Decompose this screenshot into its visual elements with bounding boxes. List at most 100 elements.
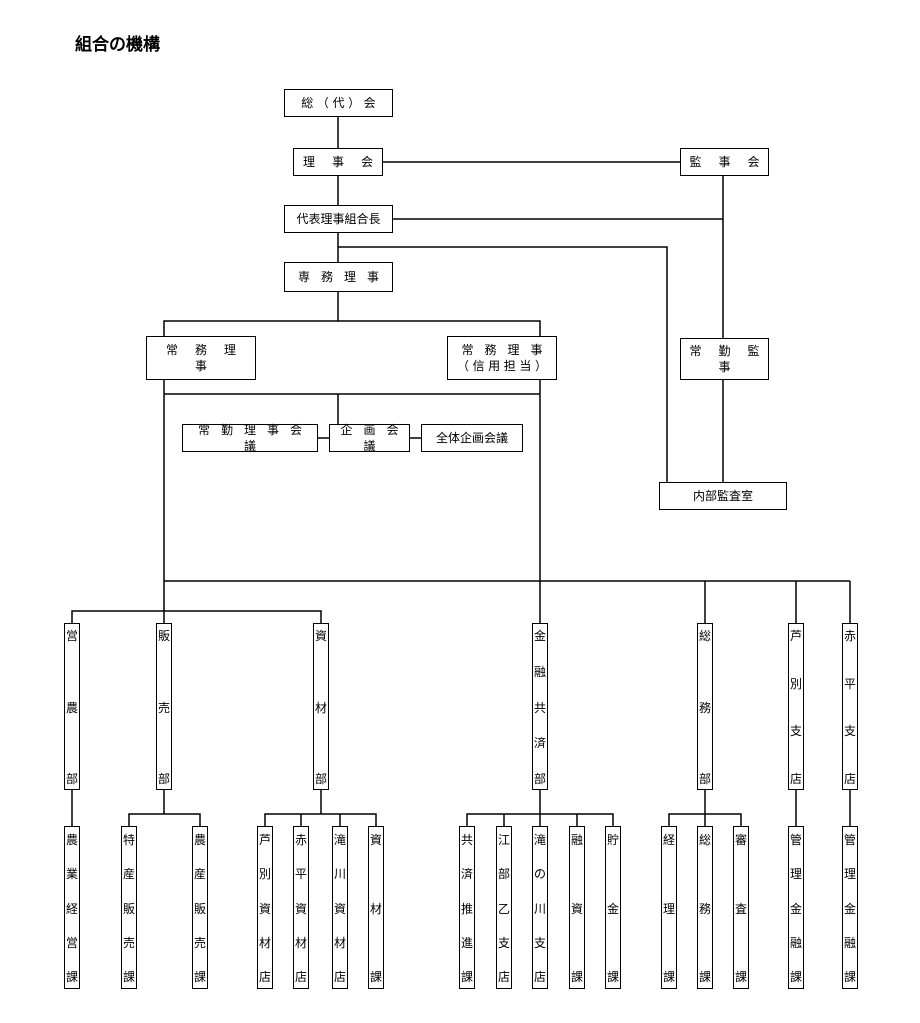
section-box: 管理金融課 — [842, 826, 858, 989]
section-char: 赤 — [294, 833, 307, 847]
section-char: 産 — [122, 867, 135, 882]
department-char: 材 — [314, 700, 327, 715]
section-char: 課 — [698, 970, 711, 984]
general-planning-meeting-label: 全体企画会議 — [435, 430, 508, 445]
section-char: 資 — [294, 901, 307, 916]
department-box: 芦別支店 — [788, 623, 804, 790]
department-char: 資 — [314, 629, 327, 643]
department-char: 部 — [314, 772, 327, 786]
managing-director-label: 常 務 理 事 — [165, 342, 243, 373]
audit-board-box: 監 事 会 — [680, 148, 769, 176]
section-char: 支 — [497, 935, 510, 950]
section-char: 課 — [843, 970, 856, 984]
general-planning-meeting-box: 全体企画会議 — [421, 424, 523, 452]
department-box: 金融共済部 — [532, 623, 548, 790]
section-box: 貯金課 — [605, 826, 621, 989]
department-char: 赤 — [843, 629, 856, 643]
section-char: 店 — [294, 970, 307, 984]
section-char: 審 — [734, 833, 747, 847]
credit-charge-label: （信用担当） — [456, 359, 551, 373]
section-box: 農産販売課 — [192, 826, 208, 989]
department-char: 店 — [789, 772, 802, 786]
standing-directors-meeting-box: 常 勤 理 事 会 議 — [182, 422, 318, 453]
standing-directors-meeting-label: 常 勤 理 事 会 議 — [197, 422, 306, 453]
section-char: 課 — [65, 970, 78, 984]
section-box: 審査課 — [733, 826, 749, 989]
section-box: 管理金融課 — [788, 826, 804, 989]
section-char: 課 — [606, 970, 619, 984]
section-char: 平 — [294, 867, 307, 882]
section-char: 課 — [369, 970, 382, 984]
section-char: 業 — [65, 867, 78, 882]
general-assembly-label: 総（代）会 — [301, 95, 380, 110]
section-char: 滝 — [333, 833, 346, 847]
section-char: 理 — [662, 901, 675, 916]
section-char: 課 — [662, 970, 675, 984]
department-char: 農 — [65, 700, 78, 715]
section-char: 課 — [193, 970, 206, 984]
department-box: 総務部 — [697, 623, 713, 790]
section-char: 売 — [122, 935, 135, 950]
section-char: 金 — [606, 901, 619, 916]
section-char: 理 — [789, 867, 802, 882]
general-assembly-box: 総（代）会 — [284, 89, 393, 117]
section-char: 農 — [65, 833, 78, 847]
section-char: 課 — [734, 970, 747, 984]
section-box: 滝川資材店 — [332, 826, 348, 989]
section-char: の — [533, 867, 546, 882]
standing-auditor-box: 常 勤 監 事 — [680, 338, 769, 380]
section-box: 芦別資材店 — [257, 826, 273, 989]
department-box: 販売部 — [156, 623, 172, 790]
section-char: 課 — [460, 970, 473, 984]
section-char: 店 — [258, 970, 271, 984]
department-box: 営農部 — [64, 623, 80, 790]
section-box: 経理課 — [661, 826, 677, 989]
section-char: 融 — [843, 935, 856, 950]
section-char: 課 — [570, 970, 583, 984]
section-char: 材 — [294, 935, 307, 950]
department-box: 資材部 — [313, 623, 329, 790]
section-char: 農 — [193, 833, 206, 847]
section-char: 資 — [258, 901, 271, 916]
managing-director-credit-label: 常 務 理 事 — [461, 342, 547, 357]
section-char: 部 — [497, 867, 510, 882]
section-char: 店 — [533, 970, 546, 984]
department-char: 部 — [65, 772, 78, 786]
department-char: 平 — [843, 676, 856, 691]
department-char: 売 — [157, 700, 170, 715]
representative-director-label: 代表理事組合長 — [296, 211, 381, 226]
department-char: 務 — [698, 700, 711, 715]
department-char: 融 — [533, 664, 546, 679]
section-char: 融 — [570, 833, 583, 847]
section-char: 査 — [734, 901, 747, 916]
section-char: 金 — [789, 901, 802, 916]
managing-director-box: 常 務 理 事 — [146, 336, 256, 380]
department-char: 部 — [698, 772, 711, 786]
senior-managing-director-label: 専 務 理 事 — [297, 269, 383, 284]
section-char: 販 — [193, 901, 206, 916]
section-char: 金 — [843, 901, 856, 916]
managing-director-credit-box: 常 務 理 事 （信用担当） — [447, 336, 557, 380]
department-char: 別 — [789, 676, 802, 691]
section-char: 江 — [497, 833, 510, 847]
section-char: 課 — [789, 970, 802, 984]
board-of-directors-label: 理 事 会 — [302, 154, 380, 169]
representative-director-box: 代表理事組合長 — [284, 205, 393, 233]
board-of-directors-box: 理 事 会 — [293, 148, 383, 176]
section-char: 産 — [193, 867, 206, 882]
section-char: 滝 — [533, 833, 546, 847]
section-box: 赤平資材店 — [293, 826, 309, 989]
section-char: 資 — [369, 833, 382, 847]
planning-meeting-label: 企 画 会 議 — [340, 422, 403, 453]
section-char: 資 — [570, 901, 583, 916]
department-char: 芦 — [789, 629, 802, 643]
department-char: 営 — [65, 629, 78, 643]
department-char: 金 — [533, 629, 546, 643]
section-char: 川 — [533, 901, 546, 916]
section-char: 材 — [258, 935, 271, 950]
section-char: 別 — [258, 867, 271, 882]
section-char: 融 — [789, 935, 802, 950]
section-char: 売 — [193, 935, 206, 950]
department-char: 総 — [698, 629, 711, 643]
department-char: 共 — [533, 700, 546, 715]
